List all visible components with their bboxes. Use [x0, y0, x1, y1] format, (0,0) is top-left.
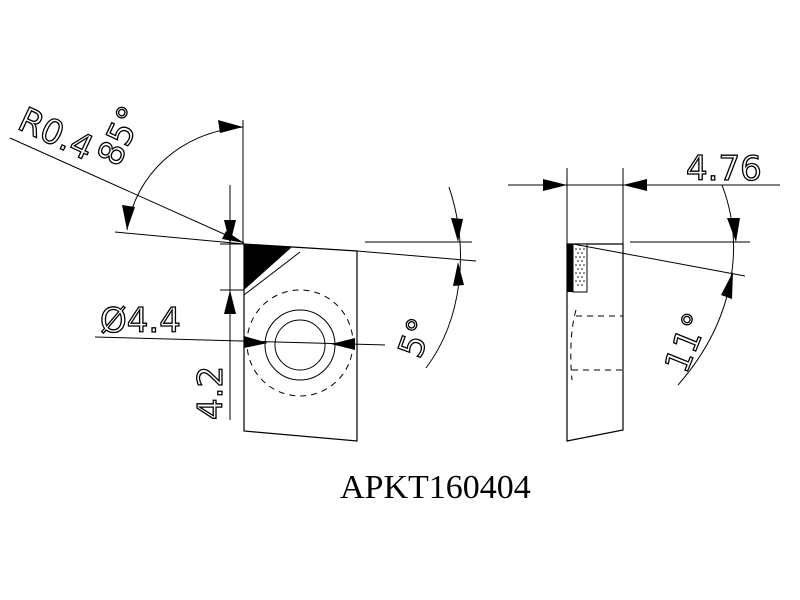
radius-leader-arrow — [222, 231, 244, 243]
angle-11-label: 11° — [657, 308, 717, 379]
side-outline — [566, 243, 624, 442]
side-coating-dots — [575, 248, 585, 286]
angle-85-arrow-bottom — [122, 205, 135, 230]
angle-85-arc — [126, 126, 244, 231]
angle-85-arrow-top — [218, 120, 243, 133]
side-view — [508, 168, 780, 442]
screw-hole-inner — [274, 319, 326, 371]
side-land-black — [567, 244, 573, 292]
angle-11-arrow-top — [727, 218, 740, 242]
thickness-arrow-right — [623, 179, 647, 191]
thickness-arrow-left — [543, 179, 567, 191]
height-arrow-top — [224, 220, 236, 244]
side-coating — [572, 243, 588, 293]
height-arrow-bottom — [224, 290, 236, 314]
angle-5-arrow-top — [451, 218, 463, 242]
angle-5-arrow-bottom — [453, 262, 464, 286]
height-label: 4.2 — [191, 366, 231, 420]
chip-breaker-line — [243, 251, 301, 296]
edge-extension-right-slope — [356, 250, 477, 262]
thickness-label: 4.76 — [686, 149, 762, 189]
hole-diameter-label: Ø4.4 — [100, 301, 181, 341]
side-hole-profile — [570, 309, 623, 381]
cutting-edge-chip — [244, 244, 292, 290]
side-top-slope — [572, 243, 746, 277]
angle-85-label: 85° — [90, 100, 152, 172]
angle-11-arrow-bottom — [721, 272, 733, 299]
radius-leader — [9, 137, 245, 244]
edge-extension-left — [114, 231, 245, 245]
top-view — [9, 120, 477, 442]
diameter-arrow-left — [244, 336, 268, 348]
insert-outline — [243, 243, 358, 442]
diameter-arrow-right — [331, 338, 355, 350]
part-number: APKT160404 — [340, 469, 531, 506]
